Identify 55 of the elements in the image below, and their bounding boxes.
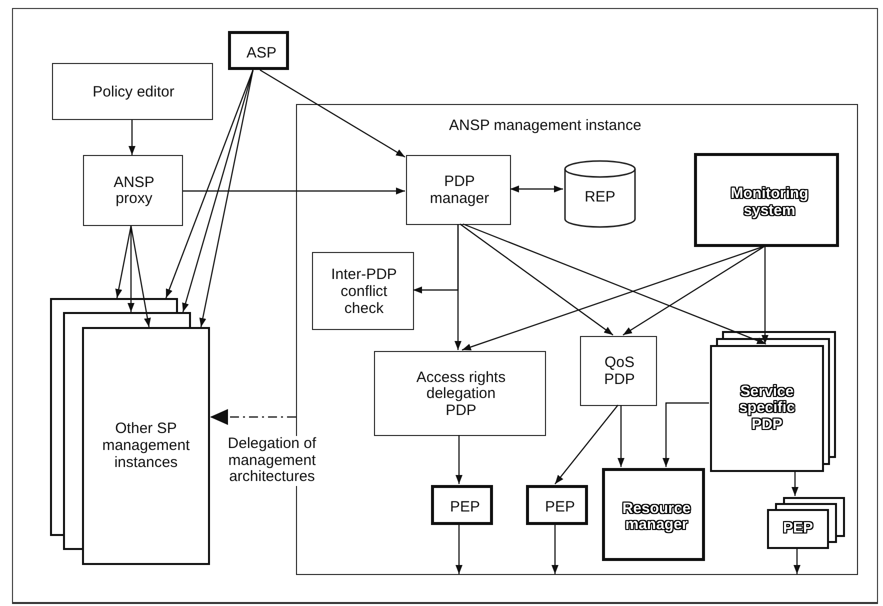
arrow (762, 246, 768, 344)
box-label: Monitoring system (730, 186, 810, 220)
arrow (794, 548, 800, 574)
arrow (456, 524, 462, 574)
arrow (462, 245, 766, 351)
box-label: QoS PDP (603, 355, 636, 389)
process-box (580, 336, 657, 406)
arrow (165, 70, 254, 298)
arrow (413, 224, 459, 294)
box-label: REP (584, 190, 616, 206)
stacked-box (710, 331, 836, 472)
arrow (130, 226, 151, 328)
arrow (128, 120, 136, 155)
arrow (183, 188, 405, 194)
dash-dot-arrow (210, 409, 296, 425)
box-label: Inter-PDP conflict check (330, 266, 398, 318)
box-label: Other SP management instances (101, 420, 191, 472)
process-box (694, 153, 839, 247)
arrow (554, 404, 618, 484)
arrow (182, 70, 254, 312)
arrow (510, 186, 563, 192)
process-box (312, 252, 414, 330)
process-box (526, 485, 588, 525)
stacked-box (767, 497, 845, 549)
box-label: PEP (782, 520, 814, 538)
box-label: Access rights delegation PDP (415, 369, 507, 420)
box-label: PEP (544, 500, 576, 516)
box-label: Resource manager (621, 500, 692, 534)
arrow (460, 224, 614, 336)
process-box (374, 351, 546, 436)
box-label: PDP manager (428, 174, 490, 208)
process-box (406, 155, 511, 225)
box-label: ASP (245, 45, 278, 62)
box-label: PEP (448, 500, 481, 516)
arrow (662, 402, 709, 467)
arrow (622, 246, 766, 336)
arrow (128, 226, 134, 312)
stacked-box (50, 298, 210, 565)
arrow (552, 524, 558, 574)
arrow (260, 69, 406, 158)
arrow (115, 226, 132, 298)
arrow (462, 223, 766, 345)
container-title: ANSP management instance (449, 118, 642, 135)
box-label: Service specific PDP (738, 383, 796, 434)
arrow (792, 471, 798, 496)
process-box (431, 485, 493, 525)
process-box (602, 468, 705, 561)
box-label: ANSP proxy (112, 174, 156, 208)
arrow (456, 435, 462, 484)
process-box (52, 63, 213, 120)
process-box (228, 31, 289, 70)
box-label: Policy editor (92, 84, 176, 101)
arrow (199, 70, 254, 328)
process-box (83, 155, 183, 226)
arrow (618, 405, 624, 467)
